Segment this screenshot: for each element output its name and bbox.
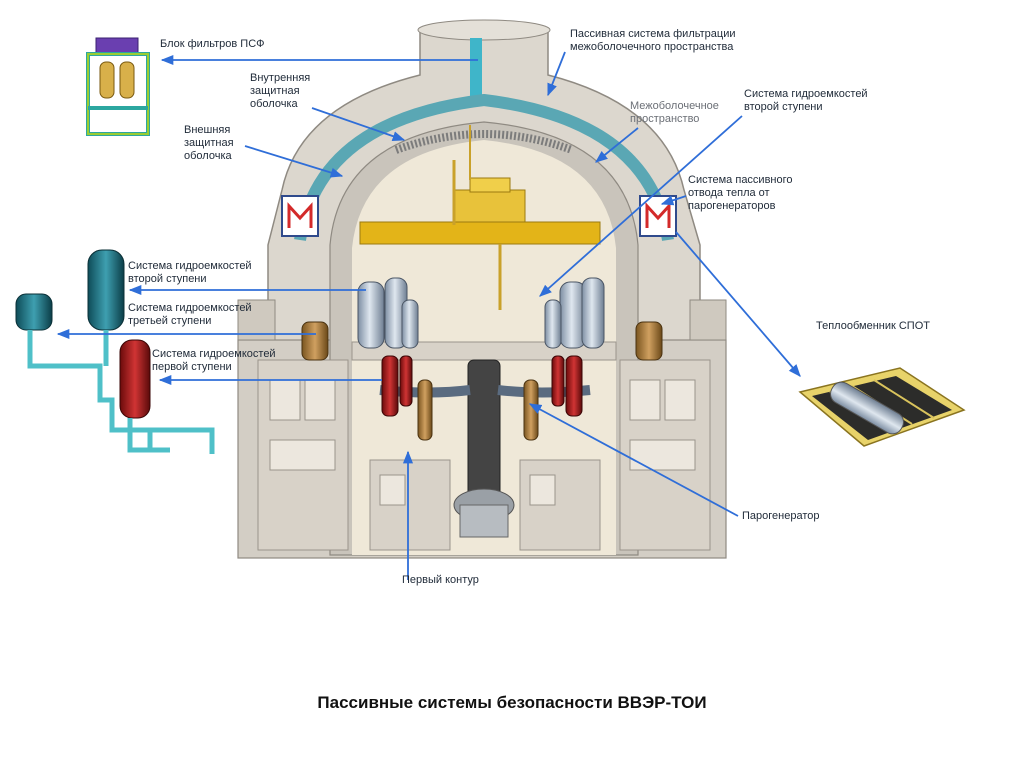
label-primary-circuit: Первый контур [402, 574, 479, 586]
interspace-shell [294, 93, 674, 241]
reactor-vessel-icon [453, 359, 515, 538]
internal-structure [257, 341, 711, 551]
polar-crane-icon [359, 125, 601, 310]
side-accumulator-left [301, 321, 329, 361]
label-inner-shell: Внутренняя защитная оболочка [250, 72, 311, 110]
label-outer-shell: Внешняя защитная оболочка [184, 124, 234, 162]
hydro-tanks-2nd-stage-inner [357, 277, 605, 349]
hydro-tank-icon [15, 249, 215, 454]
label-spot-hx: Теплообменник СПОТ [816, 320, 930, 332]
label-hydro-first: Система гидроемкостей первой ступени [152, 348, 276, 373]
label-passive-filtration: Пассивная система фильтрации межоболочеч… [570, 28, 736, 53]
side-accumulator-right [635, 321, 663, 361]
label-interspace: Межоболочечное пространство [630, 100, 719, 125]
label-passive-heat-removal: Система пассивного отвода тепла от парог… [688, 174, 793, 212]
label-steam-generator: Парогенератор [742, 510, 820, 522]
label-hydro-third: Система гидроемкостей третьей ступени [128, 302, 252, 327]
label-hydro-second-right: Система гидроемкостей второй ступени [744, 88, 868, 113]
passive-heat-removal-box-left [281, 195, 319, 237]
heat-exchanger-icon [798, 367, 966, 447]
crane-ring [394, 130, 574, 154]
leader-arrows [56, 51, 801, 580]
filter-block-icon [86, 37, 150, 136]
filter-stack [417, 19, 551, 98]
label-psf-filter-block: Блок фильтров ПСФ [160, 38, 265, 50]
label-hydro-second-left: Система гидроемкостей второй ступени [128, 260, 252, 285]
slide-caption: Пассивные системы безопасности ВВЭР-ТОИ [317, 693, 707, 712]
